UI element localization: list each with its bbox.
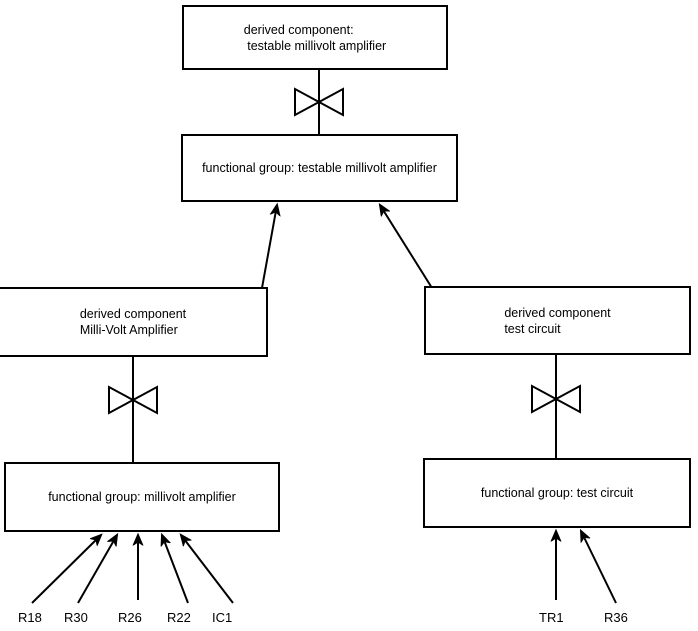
composition-link-testable <box>294 70 344 134</box>
leaf-label-tr1: TR1 <box>539 610 564 625</box>
bowtie-right-triangle-icon <box>130 385 158 415</box>
bowtie-right-triangle-icon <box>553 384 581 414</box>
node-label: functional group: millivolt amplifier <box>48 490 236 504</box>
leaf-label-r30: R30 <box>64 610 88 625</box>
node-derived-component-milli-volt-amplifier[interactable]: derived component Milli-Volt Amplifier <box>0 287 268 357</box>
composition-link-millivolt <box>108 357 158 462</box>
arrow-r22-to-millivolt-group <box>162 535 189 604</box>
bowtie-right-triangle-icon <box>316 87 344 117</box>
node-label: derived component Milli-Volt Amplifier <box>79 307 187 337</box>
node-functional-group-test-circuit[interactable]: functional group: test circuit <box>423 458 691 528</box>
node-derived-component-testable-millivolt-amplifier[interactable]: derived component: testable millivolt am… <box>182 5 448 70</box>
arrow-r18-to-millivolt-group <box>31 535 101 604</box>
bowtie-left-triangle-icon <box>108 385 136 415</box>
bowtie-left-triangle-icon <box>294 87 322 117</box>
inheritance-arrows-group <box>31 205 617 604</box>
node-label: functional group: test circuit <box>480 486 634 500</box>
leaf-label-r26: R26 <box>118 610 142 625</box>
node-label: functional group: testable millivolt amp… <box>202 161 437 175</box>
leaf-label-r36: R36 <box>604 610 628 625</box>
node-label: derived component: testable millivolt am… <box>243 22 387 53</box>
node-functional-group-millivolt-amplifier[interactable]: functional group: millivolt amplifier <box>4 462 280 532</box>
node-derived-component-test-circuit[interactable]: derived component test circuit <box>424 286 691 355</box>
leaf-label-ic1: IC1 <box>212 610 233 625</box>
composition-links-group <box>108 70 581 462</box>
node-functional-group-testable-millivolt-amplifier[interactable]: functional group: testable millivolt amp… <box>181 134 458 202</box>
composition-link-test-circuit <box>531 355 581 458</box>
arrow-r30-to-millivolt-group <box>77 535 117 604</box>
bowtie-left-triangle-icon <box>531 384 559 414</box>
arrow-r36-to-test-circuit-group <box>581 531 617 604</box>
arrow-milli-volt-amplifier-to-testable-group <box>261 205 277 289</box>
leaf-label-r22: R22 <box>167 610 191 625</box>
arrow-ic1-to-millivolt-group <box>181 535 234 604</box>
arrow-test-circuit-to-testable-group <box>380 205 433 289</box>
node-label: derived component test circuit <box>504 305 611 336</box>
leaf-label-r18: R18 <box>18 610 42 625</box>
